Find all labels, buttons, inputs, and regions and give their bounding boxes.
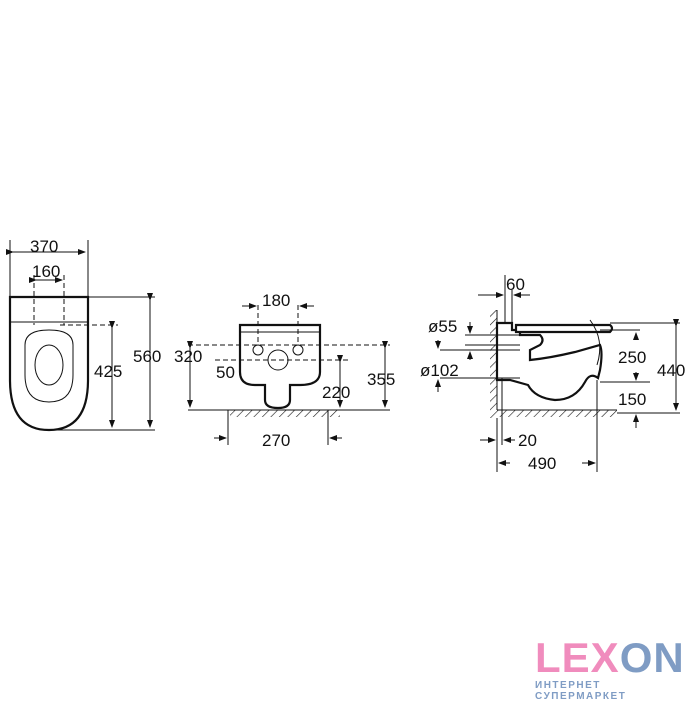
bowl-outline-top xyxy=(8,295,90,432)
dim-height-bowl: 250 xyxy=(618,348,646,367)
logo-word-blue: ON xyxy=(619,634,685,681)
dim-width-base: 270 xyxy=(262,431,290,450)
lexon-logo: LEXON ИНТЕРНЕТ СУПЕРМАРКЕТ xyxy=(535,636,695,702)
dim-height-fixing-low: 320 xyxy=(174,347,202,366)
dim-offset: 50 xyxy=(216,363,235,382)
front-view: 180 320 50 220 355 270 xyxy=(174,291,395,450)
dim-width-inner: 160 xyxy=(32,262,60,281)
dim-height-total: 440 xyxy=(657,361,685,380)
dim-height-outlet: 220 xyxy=(322,383,350,402)
bowl-outline-side xyxy=(495,321,603,402)
side-view: 60 ø55 ø102 250 440 150 20 490 xyxy=(420,275,685,473)
logo-tagline: ИНТЕРНЕТ СУПЕРМАРКЕТ xyxy=(535,680,627,702)
dim-fixing-spacing: 180 xyxy=(262,291,290,310)
top-view: 370 160 425 560 xyxy=(6,237,161,432)
logo-word-pink: LEX xyxy=(535,634,620,681)
bowl-outline-front xyxy=(238,323,322,410)
dim-width-total: 370 xyxy=(30,237,58,256)
dim-depth-fixing: 425 xyxy=(94,362,122,381)
dim-wall-offset: 60 xyxy=(506,275,525,294)
seat-lid xyxy=(514,323,614,334)
dim-gap: 20 xyxy=(518,431,537,450)
dim-height-bottom: 150 xyxy=(618,390,646,409)
dim-depth-total: 560 xyxy=(133,347,161,366)
dim-inlet-diameter: ø55 xyxy=(428,317,457,336)
dim-height-fixing-high: 355 xyxy=(367,370,395,389)
dim-depth-total: 490 xyxy=(528,454,556,473)
bowl-rim xyxy=(24,329,74,403)
dim-outlet-diameter: ø102 xyxy=(420,361,459,380)
